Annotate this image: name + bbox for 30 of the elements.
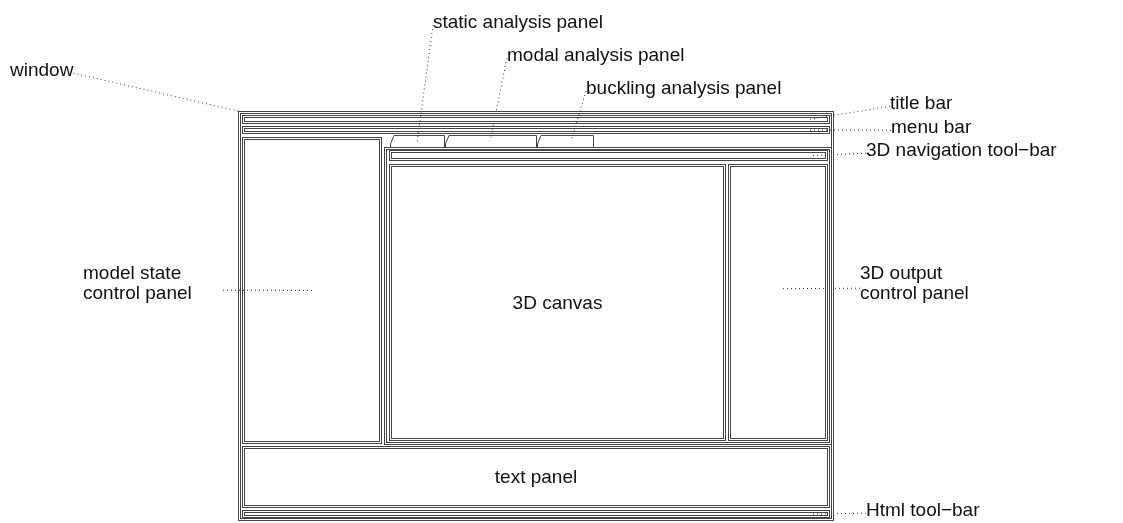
callout-label: menu bar [891, 117, 972, 139]
side-panel [242, 137, 382, 444]
tab [445, 135, 537, 148]
tabbed-panel [384, 147, 832, 445]
side-panel [728, 164, 828, 441]
tab [390, 135, 445, 148]
leader-line [807, 129, 892, 131]
leader-line [811, 512, 867, 515]
window-frame [238, 111, 834, 521]
callout-label: 3D navigation tool−bar [866, 140, 1057, 162]
leader-line [72, 72, 239, 112]
callout-label: model state control panel [83, 263, 223, 305]
leader-line [811, 152, 867, 156]
callout-label: 3D output control panel [860, 263, 1000, 305]
panel-label: 3D canvas [512, 292, 603, 313]
callout-label: static analysis panel [433, 12, 604, 34]
toolbar [242, 510, 830, 518]
leader-line [807, 105, 891, 120]
callout-label: title bar [890, 93, 953, 115]
panel-label: text panel [494, 467, 578, 487]
callout-label: buckling analysis panel [586, 78, 782, 100]
title-bar [242, 115, 830, 124]
callout-label: Html tool−bar [866, 500, 980, 522]
callout-label: window [10, 60, 74, 82]
menu-bar [242, 126, 830, 134]
callout-label: modal analysis panel [507, 45, 685, 67]
canvas-panel [389, 164, 726, 441]
text-panel [242, 446, 830, 508]
toolbar [389, 150, 828, 161]
tab [537, 135, 594, 148]
